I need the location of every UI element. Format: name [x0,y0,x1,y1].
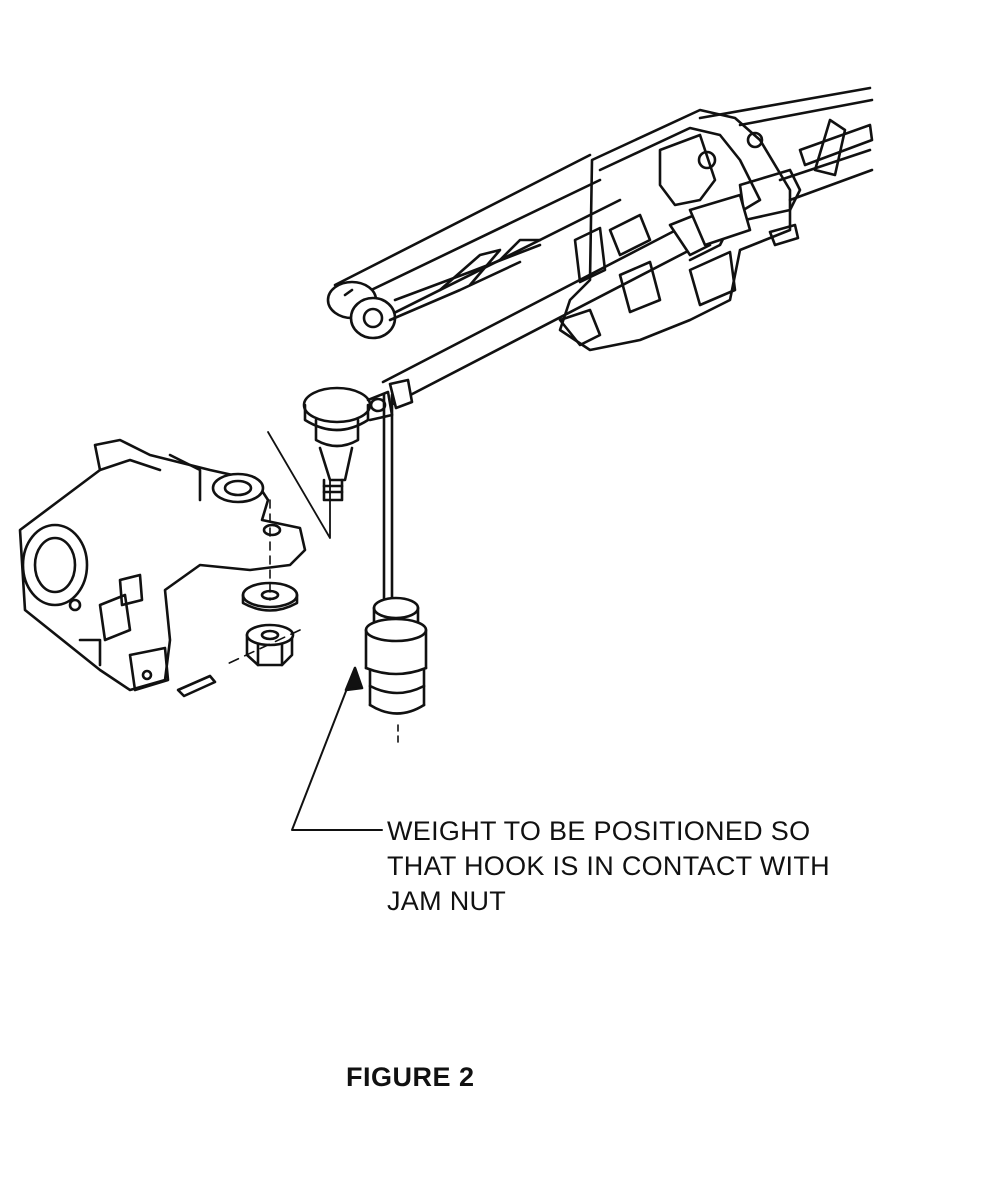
callout-line-1: WEIGHT TO BE POSITIONED SO [387,816,811,846]
callout-line-2: THAT HOOK IS IN CONTACT WITH [387,851,830,881]
callout-leader [292,668,382,830]
callout-line-3: JAM NUT [387,886,507,916]
washer-nut-cotter-pin [178,432,330,696]
callout-text: WEIGHT TO BE POSITIONED SO THAT HOOK IS … [387,814,830,919]
tie-rod [383,195,750,408]
steering-knuckle [20,440,305,690]
tie-rod-end-ball-stud [304,388,392,600]
figure-caption: FIGURE 2 [346,1062,475,1092]
idler-arm-end [328,240,540,338]
weight [366,598,426,745]
